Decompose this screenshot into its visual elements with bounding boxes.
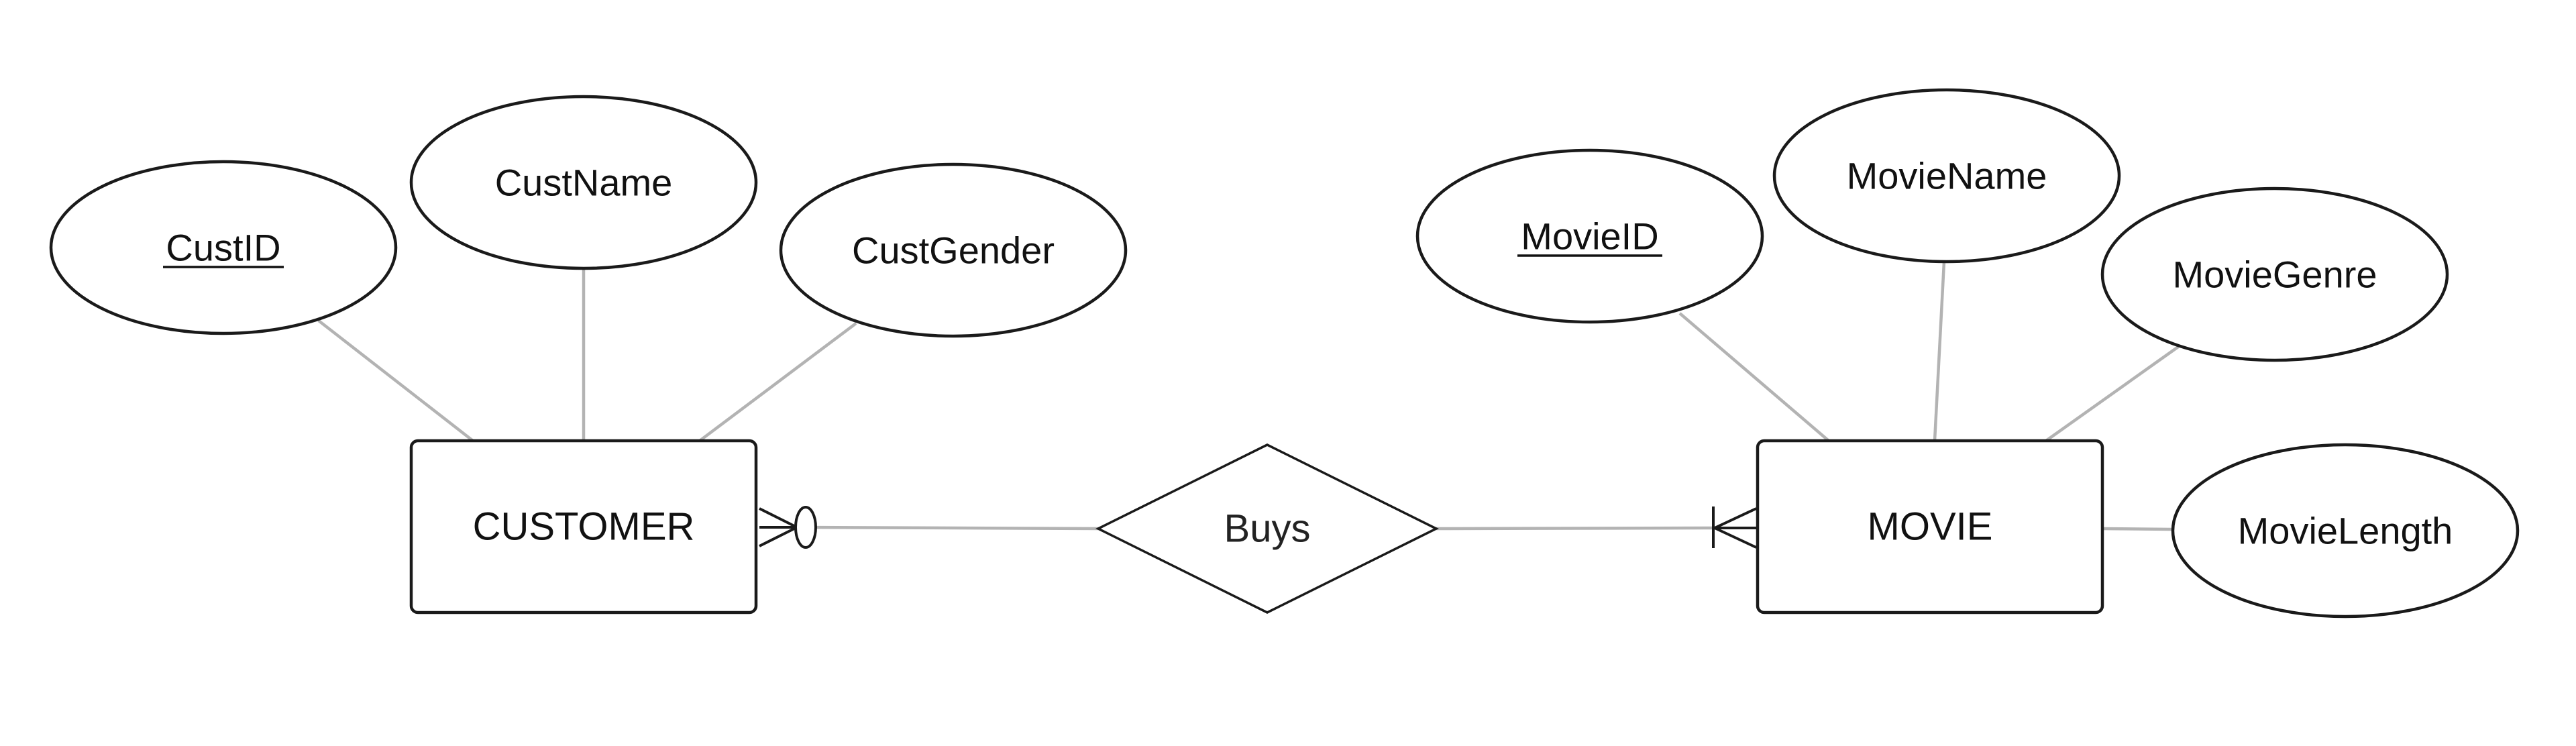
entity-movie[interactable]: MOVIE bbox=[1756, 439, 2104, 615]
crow-foot-lower bbox=[759, 526, 798, 547]
crow-foot-upper bbox=[1714, 507, 1757, 529]
attribute-custid[interactable]: CustID bbox=[49, 160, 398, 335]
attribute-ellipse bbox=[49, 160, 398, 335]
cardinality-customer-zero-or-many bbox=[759, 506, 817, 549]
relationship-buys[interactable]: Buys bbox=[1095, 443, 1439, 614]
attribute-movieid[interactable]: MovieID bbox=[1415, 148, 1764, 324]
crow-foot-lower bbox=[1714, 527, 1757, 549]
attribute-ellipse bbox=[409, 95, 758, 270]
connector-custid bbox=[317, 319, 474, 442]
entity-box bbox=[1756, 439, 2104, 615]
crow-foot-upper bbox=[759, 507, 798, 529]
relationship-label: Buys bbox=[1224, 507, 1311, 551]
attribute-label: MovieGenre bbox=[2172, 254, 2377, 296]
attribute-moviegenre[interactable]: MovieGenre bbox=[2100, 186, 2449, 362]
connector-movieid bbox=[1678, 312, 1830, 442]
attribute-ellipse bbox=[1772, 88, 2121, 264]
entity-box bbox=[409, 439, 758, 615]
entity-label: CUSTOMER bbox=[473, 505, 695, 549]
attribute-label: CustName bbox=[495, 162, 673, 204]
connector-moviegenre bbox=[2045, 345, 2180, 442]
attribute-movielength[interactable]: MovieLength bbox=[2171, 443, 2520, 619]
attribute-label: CustGender bbox=[852, 229, 1055, 272]
attribute-ellipse bbox=[2171, 443, 2520, 619]
attribute-label: MovieLength bbox=[2238, 510, 2453, 552]
relationship-diamond bbox=[1095, 443, 1439, 614]
connector-custgender bbox=[698, 322, 857, 442]
attribute-ellipse bbox=[2100, 186, 2449, 362]
entity-label: MOVIE bbox=[1868, 505, 1993, 549]
connector-buys-movie bbox=[1436, 526, 1713, 531]
attribute-label: MovieID bbox=[1521, 215, 1658, 258]
attribute-label: MovieName bbox=[1847, 155, 2047, 197]
optional-circle-marker bbox=[794, 506, 817, 549]
connector-moviename bbox=[1933, 261, 1946, 441]
cardinality-movie-one-or-many bbox=[1712, 507, 1757, 549]
entity-customer[interactable]: CUSTOMER bbox=[409, 439, 758, 615]
connector-customer-buys bbox=[804, 525, 1099, 531]
connector-lines bbox=[317, 261, 2180, 531]
attribute-custgender[interactable]: CustGender bbox=[779, 162, 1128, 338]
attribute-label: CustID bbox=[166, 227, 280, 269]
attribute-custname[interactable]: CustName bbox=[409, 95, 758, 270]
attribute-ellipse bbox=[1415, 148, 1764, 324]
attribute-moviename[interactable]: MovieName bbox=[1772, 88, 2121, 264]
attribute-ellipse bbox=[779, 162, 1128, 338]
